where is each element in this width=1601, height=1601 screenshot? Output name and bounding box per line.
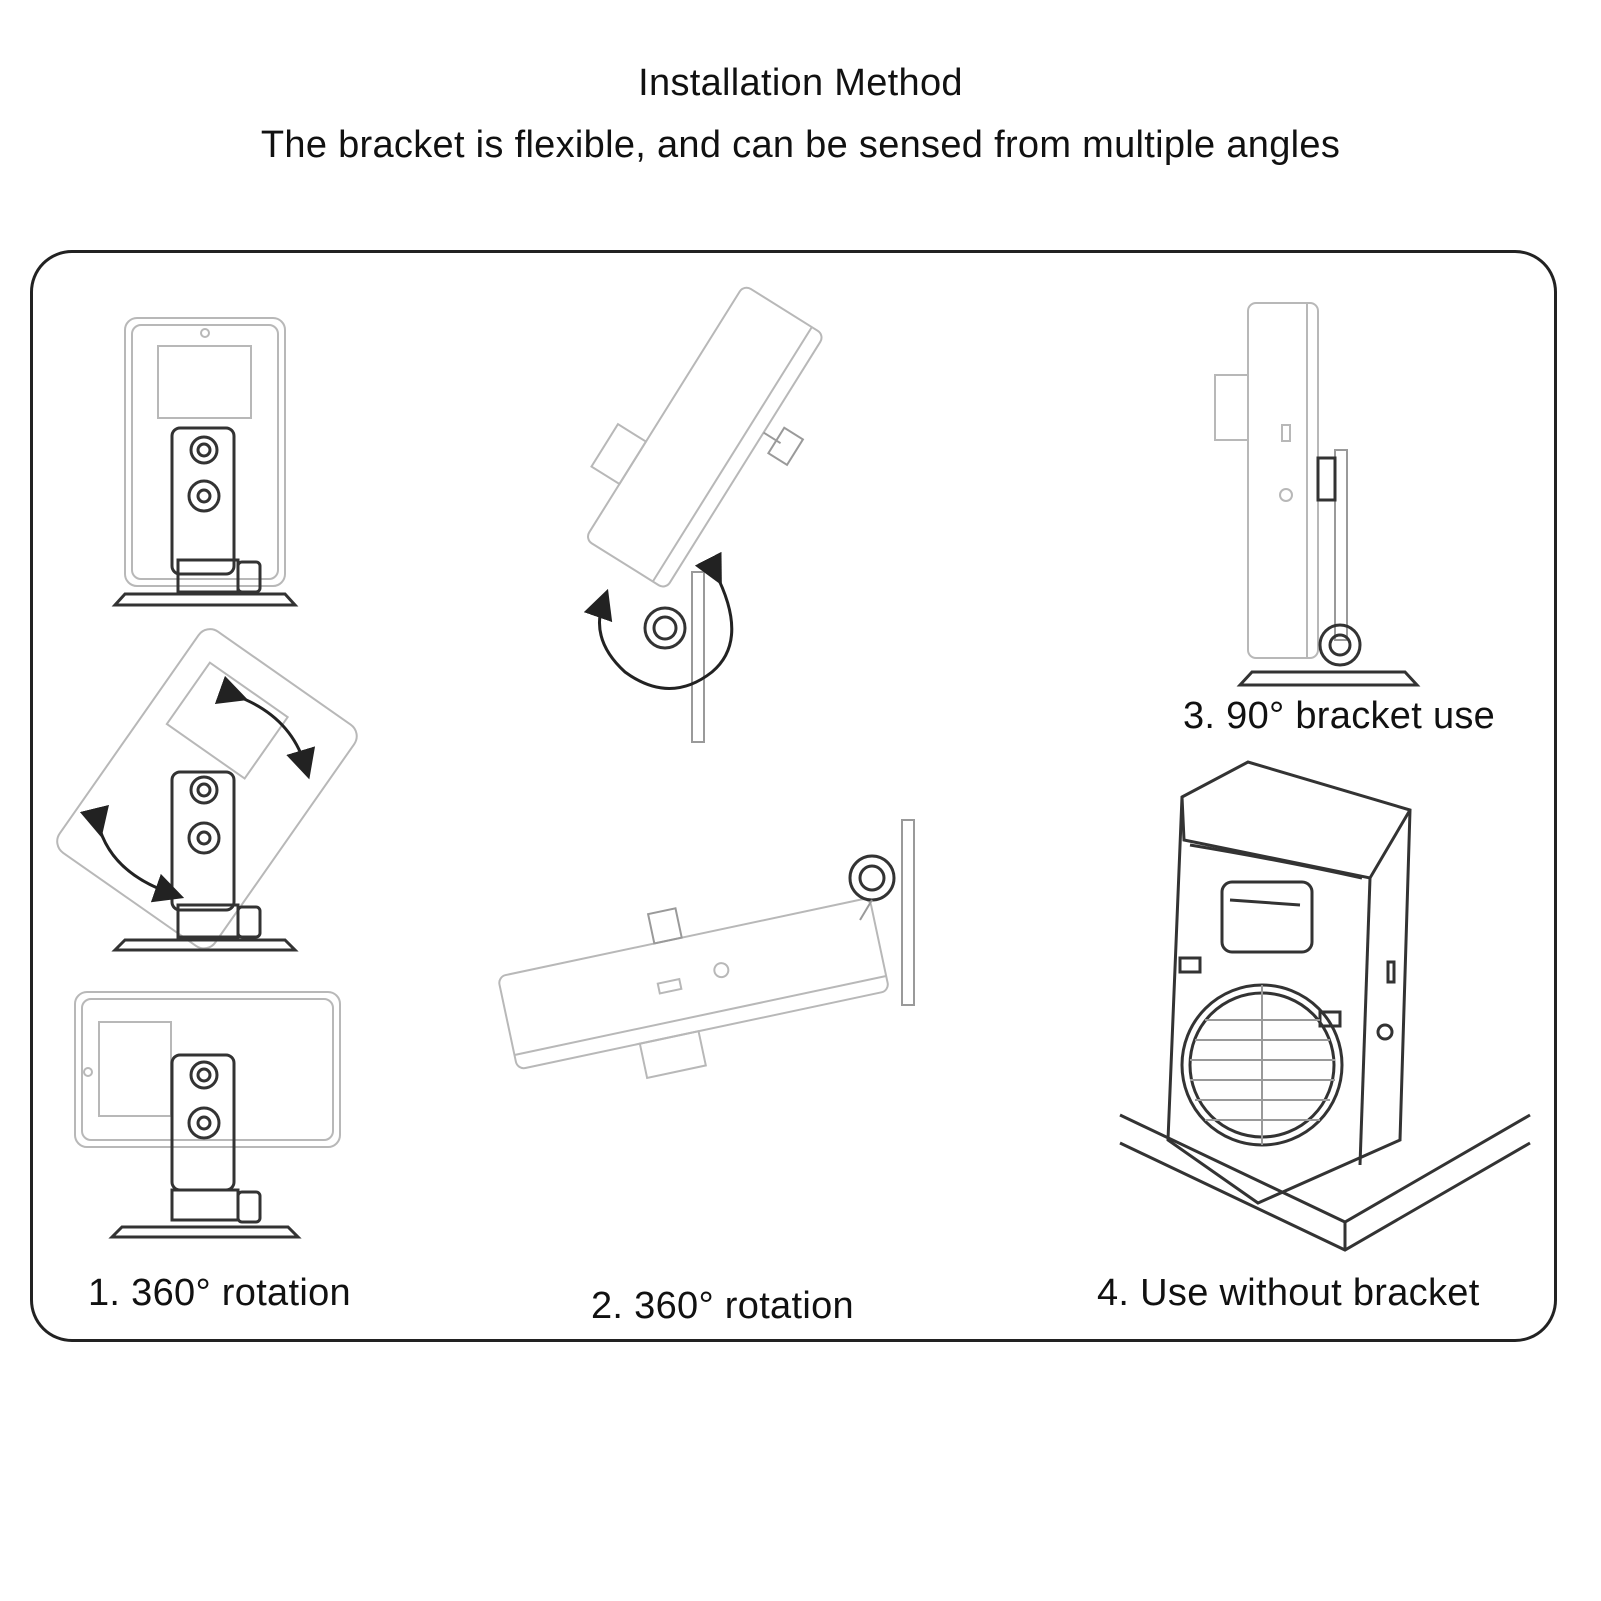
sensor-side-tilted-illustration	[583, 286, 823, 743]
page-subtitle: The bracket is flexible, and can be sens…	[260, 124, 1341, 166]
sensor-horizontal-illustration	[74, 991, 341, 1239]
page-title: Installation Method	[638, 62, 963, 104]
step-3-caption: 3. 90° bracket use	[1183, 695, 1496, 737]
sensor-90-degree-illustration	[1214, 302, 1421, 687]
sensor-side-horizontal-illustration	[498, 819, 915, 1080]
step-2-caption: 2. 360° rotation	[591, 1285, 854, 1327]
sensor-standalone-illustration	[1119, 760, 1531, 1252]
sensor-upright-illustration	[111, 317, 299, 607]
sensor-tilted-illustration	[56, 628, 358, 952]
step-1-caption: 1. 360° rotation	[88, 1272, 351, 1314]
step-4-caption: 4. Use without bracket	[1097, 1272, 1480, 1314]
illustration-frame	[30, 250, 1557, 1342]
